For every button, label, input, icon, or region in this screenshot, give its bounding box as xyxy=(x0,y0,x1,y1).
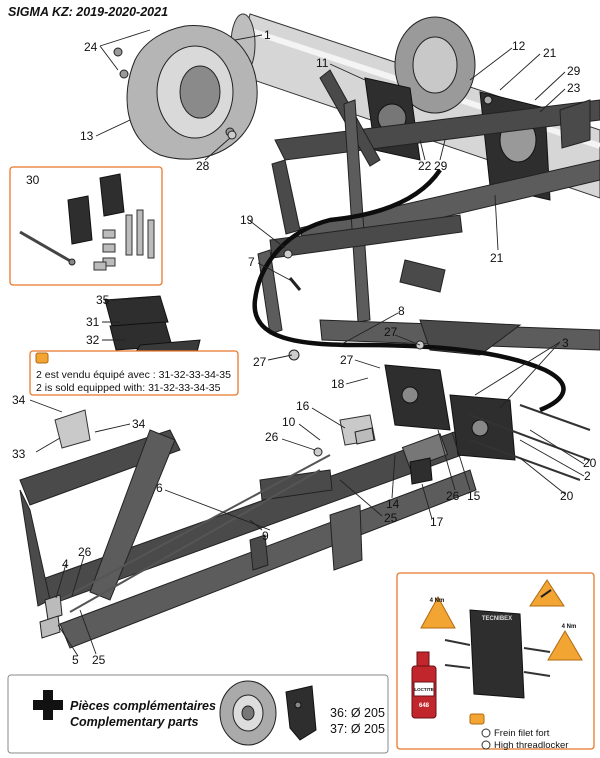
part-label-20-bottom: 20 xyxy=(560,489,574,503)
washer-26 xyxy=(313,447,323,457)
part-label-12: 12 xyxy=(512,39,526,53)
torque-label-2: 4 Nm xyxy=(562,624,577,630)
part-label-29-top: 29 xyxy=(567,64,581,78)
diagram-title: SIGMA KZ: 2019-2020-2021 xyxy=(8,5,168,19)
torque-label-1: 4 Nm xyxy=(430,598,445,604)
part-label-10: 10 xyxy=(282,415,296,429)
nut-27 xyxy=(288,349,300,361)
part-label-21-bottom: 21 xyxy=(490,251,504,265)
part-label-18: 18 xyxy=(331,377,345,391)
part-label-34-right: 34 xyxy=(132,417,146,431)
part-label-27-right: 27 xyxy=(384,325,398,339)
part-label-15: 15 xyxy=(467,489,481,503)
part-label-19: 19 xyxy=(240,213,254,227)
part-label-21-top: 21 xyxy=(543,46,557,60)
dim-36: 36: Ø 205 xyxy=(330,706,385,720)
part-label-11: 11 xyxy=(316,56,329,70)
bolt-28 xyxy=(227,130,237,140)
part-label-2: 2 xyxy=(584,469,591,483)
threadlocker-fr: Frein filet fort xyxy=(494,728,550,739)
threadlocker-en: High threadlocker xyxy=(494,740,568,751)
bolt-19 xyxy=(283,249,293,259)
part-label-25-bottom: 25 xyxy=(92,653,106,667)
note-line-en: 2 is sold equipped with: 31-32-33-34-35 xyxy=(36,382,221,394)
part-label-17: 17 xyxy=(430,515,444,529)
part-label-7: 7 xyxy=(248,255,255,269)
part-label-26-mid: 26 xyxy=(265,430,279,444)
plus-icon xyxy=(33,690,63,720)
part-label-26-right: 26 xyxy=(446,489,460,503)
footer-en: Complementary parts xyxy=(70,715,199,729)
bottle-brand: LOCTITE xyxy=(414,687,433,692)
brake-rod-6 xyxy=(59,454,331,601)
part-label-9: 9 xyxy=(262,529,269,543)
bottle-number: 648 xyxy=(419,703,430,709)
part-label-16: 16 xyxy=(296,399,310,413)
dim-37: 37: Ø 205 xyxy=(330,722,385,736)
caliper-brand: TECNIBEX xyxy=(482,616,512,622)
threadlocker-bottle: LOCTITE 648 xyxy=(411,651,437,719)
part-label-26-bottom: 26 xyxy=(78,545,92,559)
part-label-6: 6 xyxy=(156,481,163,495)
threadlocker-icon xyxy=(469,713,485,725)
clevis-4 xyxy=(44,594,63,621)
torque-inset: 4 Nm 4 Nm TECNIBEX LOCTITE 648 Frein fil… xyxy=(396,572,595,751)
part-label-29-bottom: 29 xyxy=(434,159,448,173)
part-label-13: 13 xyxy=(80,129,94,143)
part-label-28: 28 xyxy=(196,159,210,173)
leader-lines xyxy=(29,29,585,657)
info-icon xyxy=(35,352,49,364)
part-label-30: 30 xyxy=(26,173,40,187)
part-label-20-top: 20 xyxy=(583,456,597,470)
drop-icon-2 xyxy=(481,740,491,750)
part-label-14: 14 xyxy=(386,497,400,511)
part-label-35: 35 xyxy=(96,293,110,307)
caliper-body-inset xyxy=(469,609,525,699)
wrench-warning-icon xyxy=(529,579,565,607)
part-label-4: 4 xyxy=(62,557,69,571)
drop-icon-1 xyxy=(481,728,491,738)
part-label-34-left: 34 xyxy=(12,393,26,407)
footer-fr: Pièces complémentaires xyxy=(70,699,216,713)
part-label-22: 22 xyxy=(418,159,432,173)
part-label-5: 5 xyxy=(72,653,79,667)
part-label-23: 23 xyxy=(567,81,581,95)
part-label-25-mid: 25 xyxy=(384,511,398,525)
pivot-16 xyxy=(354,427,375,445)
part-label-31: 31 xyxy=(86,315,100,329)
part-label-3: 3 xyxy=(562,336,569,350)
caliper-support-37-illustration xyxy=(285,685,317,741)
part-label-32: 32 xyxy=(86,333,100,347)
warning-icon-2: 4 Nm xyxy=(547,624,583,661)
note-line-fr: 2 est vendu équipé avec : 31-32-33-34-35 xyxy=(36,369,231,381)
note-box: 2 est vendu équipé avec : 31-32-33-34-35… xyxy=(29,350,239,396)
part-label-1: 1 xyxy=(264,28,271,42)
brake-caliper xyxy=(384,364,591,481)
part-label-27-left: 27 xyxy=(253,355,267,369)
chassis-frame xyxy=(19,69,600,649)
brake-disc xyxy=(113,25,258,160)
part-number-labels: 24 1 13 28 11 12 21 29 23 22 29 21 30 19… xyxy=(12,28,597,667)
part-label-24: 24 xyxy=(84,40,98,54)
complementary-parts-box: Pièces complémentaires Complementary par… xyxy=(7,674,389,754)
part-label-33: 33 xyxy=(12,447,26,461)
clevis-5 xyxy=(39,615,61,639)
rear-brake-disc xyxy=(394,16,476,114)
brake-hose xyxy=(252,168,566,413)
brake-rod-9 xyxy=(69,469,321,613)
warning-icon-1: 4 Nm xyxy=(420,595,456,629)
part-label-27-mid: 27 xyxy=(340,353,354,367)
pads-kit-inset xyxy=(9,166,163,286)
disc-36-illustration xyxy=(219,680,277,746)
hose-fitting xyxy=(288,277,302,291)
part-label-8: 8 xyxy=(398,304,405,318)
